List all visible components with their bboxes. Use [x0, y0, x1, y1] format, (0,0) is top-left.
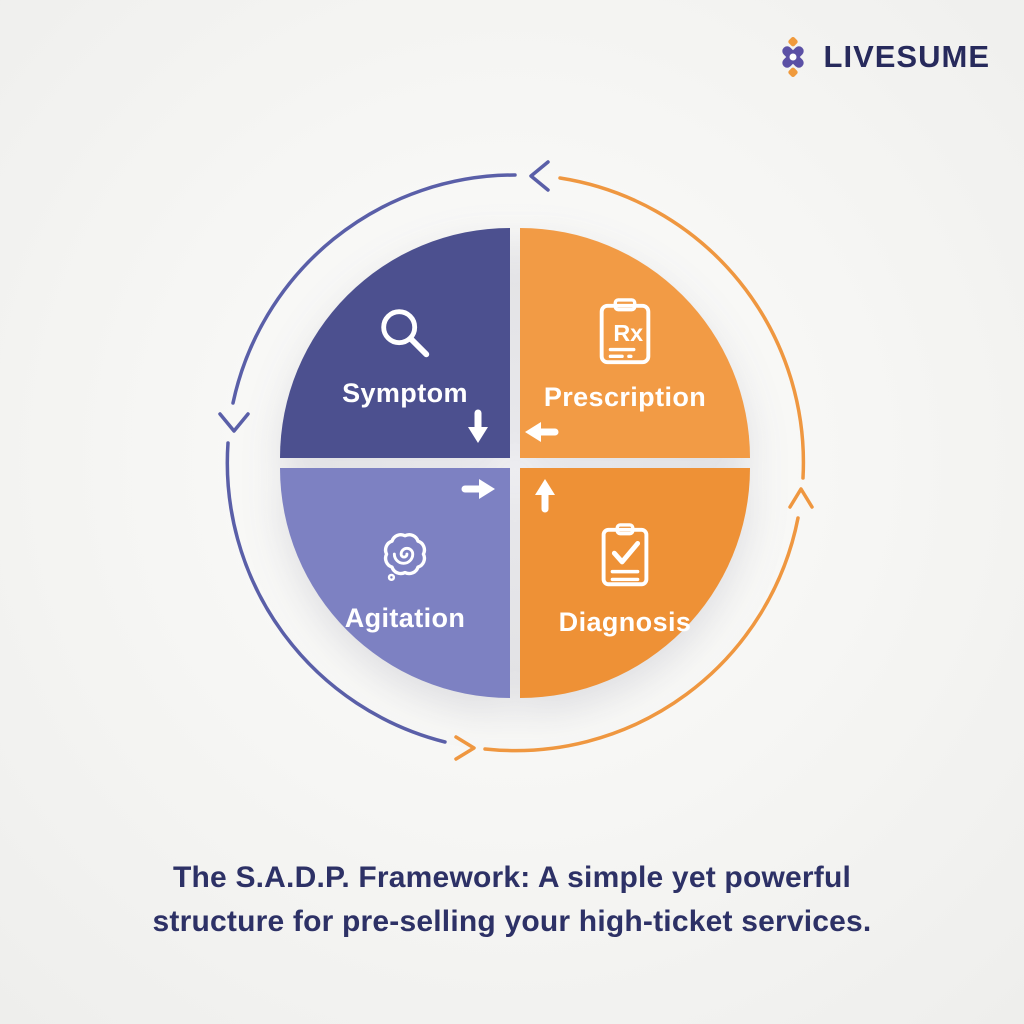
quadrant-label-agitation: Agitation [344, 602, 466, 633]
caption-line-1: The S.A.D.P. Framework: A simple yet pow… [172, 861, 852, 894]
quadrant-diagnosis: Diagnosis [520, 468, 750, 698]
brand-logo: LIVESUME [772, 36, 990, 78]
magnifier-icon [381, 308, 430, 357]
quadrant-prescription: Rx Prescription [520, 228, 750, 458]
quadrant-label-diagnosis: Diagnosis [558, 606, 692, 637]
sadp-framework-diagram: Symptom Rx Prescription Agitation Diagno [280, 228, 750, 698]
knot-flower-icon [781, 37, 804, 77]
caption: The S.A.D.P. Framework: A simple yet pow… [0, 856, 1024, 944]
ring-arrowhead-right-icon [788, 487, 814, 509]
ring-arrowhead-top-icon [529, 160, 550, 192]
rx-clipboard-icon: Rx [599, 297, 651, 364]
checklist-clipboard-icon [601, 522, 649, 586]
quadrant-label-prescription: Prescription [543, 381, 707, 412]
quadrant-symptom: Symptom [280, 228, 510, 458]
ring-arrowhead-left-icon [218, 412, 250, 433]
rx-text: Rx [613, 319, 643, 345]
brand-name: LIVESUME [823, 39, 990, 74]
caption-line-2: structure for pre-selling your high-tick… [152, 905, 872, 938]
brain-swirl-icon [383, 532, 427, 581]
ring-arrowhead-bottom-icon [454, 735, 476, 761]
quadrant-agitation: Agitation [280, 468, 510, 698]
quadrant-label-symptom: Symptom [342, 377, 468, 408]
